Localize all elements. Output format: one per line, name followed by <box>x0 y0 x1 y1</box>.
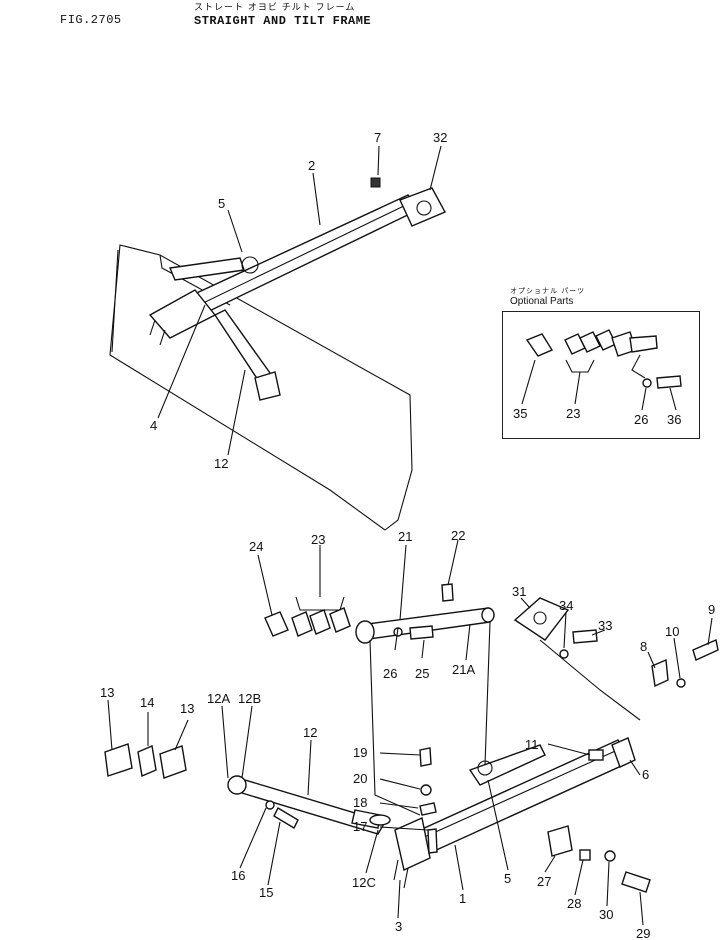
callout-31: 31 <box>512 584 526 599</box>
blade-outline <box>109 244 413 531</box>
pin-17 <box>427 828 438 854</box>
brace-end-12C <box>369 814 391 826</box>
trunnion-plate <box>399 187 446 227</box>
callout-3: 3 <box>395 919 402 934</box>
nut-11 <box>588 749 604 761</box>
callout-22: 22 <box>451 528 465 543</box>
callout-12B: 12B <box>238 691 261 706</box>
shim-13b <box>159 745 187 779</box>
optional-parts-label: Optional Parts <box>510 296 574 307</box>
callout-16: 16 <box>231 868 245 883</box>
callout-21A: 21A <box>452 662 475 677</box>
callout-13-left: 13 <box>100 685 114 700</box>
callout-20: 20 <box>353 771 367 786</box>
callout-12A: 12A <box>207 691 230 706</box>
nut-8 <box>651 658 669 688</box>
callout-10: 10 <box>665 624 679 639</box>
nut-7 <box>370 177 381 188</box>
washer-16 <box>265 800 275 810</box>
callout-2: 2 <box>308 158 315 173</box>
callout-5-lower: 5 <box>504 871 511 886</box>
callout-12-upper: 12 <box>214 456 228 471</box>
bolt-33 <box>572 629 598 644</box>
leader-lines-lower <box>107 539 713 926</box>
callout-1: 1 <box>459 891 466 906</box>
lock-18 <box>419 802 437 816</box>
figure-number: FIG.2705 <box>60 13 122 27</box>
callout-12-lower: 12 <box>303 725 317 740</box>
shim-13a <box>104 743 133 777</box>
callout-24: 24 <box>249 539 263 554</box>
callout-4: 4 <box>150 418 157 433</box>
callout-12C: 12C <box>352 875 376 890</box>
callout-8: 8 <box>640 639 647 654</box>
callout-11: 11 <box>525 737 539 752</box>
callout-21: 21 <box>398 529 412 544</box>
callout-26: 26 <box>383 666 397 681</box>
bolt-25 <box>409 625 434 640</box>
washer-30 <box>604 850 616 862</box>
figure-title: STRAIGHT AND TILT FRAME <box>194 14 372 28</box>
callout-6: 6 <box>642 767 649 782</box>
plate-28 <box>579 849 591 861</box>
callout-30: 30 <box>599 907 613 922</box>
callout-32: 32 <box>433 130 447 145</box>
callout-19: 19 <box>353 745 367 760</box>
leader-lines-upper <box>157 145 442 456</box>
callout-15: 15 <box>259 885 273 900</box>
callout-23: 23 <box>311 532 325 547</box>
callout-34: 34 <box>559 598 573 613</box>
brace-end-12A <box>227 775 247 795</box>
callout-28: 28 <box>567 896 581 911</box>
callout-25: 25 <box>415 666 429 681</box>
blade-assembly <box>109 177 446 531</box>
shim-23b <box>291 611 313 637</box>
callout-14: 14 <box>140 695 154 710</box>
washer-26a <box>642 378 652 388</box>
cap-24 <box>264 611 289 637</box>
bolt-9 <box>692 639 719 661</box>
washer-10 <box>676 678 686 688</box>
callout-17: 17 <box>353 819 367 834</box>
washer-20 <box>420 784 432 796</box>
optional-parts-art <box>521 329 682 411</box>
bracket-5 <box>468 744 546 786</box>
optional-parts-box <box>502 311 700 439</box>
callout-13-right: 13 <box>180 701 194 716</box>
washer-34 <box>559 649 569 659</box>
bushing-27 <box>547 825 573 857</box>
callout-18: 18 <box>353 795 367 810</box>
callout-labels: 7 32 2 5 4 12 35 23 26 36 24 23 21 22 31… <box>100 130 715 940</box>
callout-35: 35 <box>513 406 527 421</box>
frame-end-3 <box>394 817 431 871</box>
callout-36: 36 <box>667 412 681 427</box>
bolt-15 <box>273 807 299 829</box>
exploded-frame <box>104 583 719 893</box>
callout-9: 9 <box>708 602 715 617</box>
callout-33: 33 <box>598 618 612 633</box>
plate-31 <box>513 597 570 641</box>
bolt-29 <box>621 871 651 893</box>
callout-29: 29 <box>636 926 650 940</box>
title-japanese: ストレート オヨビ チルト フレーム <box>194 3 356 13</box>
callout-27: 27 <box>537 874 551 889</box>
callout-23-optional: 23 <box>566 406 580 421</box>
callout-7: 7 <box>374 130 381 145</box>
cap-35 <box>525 333 554 357</box>
spacer-14 <box>137 745 157 777</box>
pin-19 <box>419 747 432 767</box>
callout-5-upper: 5 <box>218 196 225 211</box>
bolt-36 <box>656 375 682 389</box>
fitting-22 <box>441 583 454 602</box>
optional-parts-label-japanese: オプショナル パーツ <box>510 287 586 295</box>
callout-26-optional: 26 <box>634 412 648 427</box>
